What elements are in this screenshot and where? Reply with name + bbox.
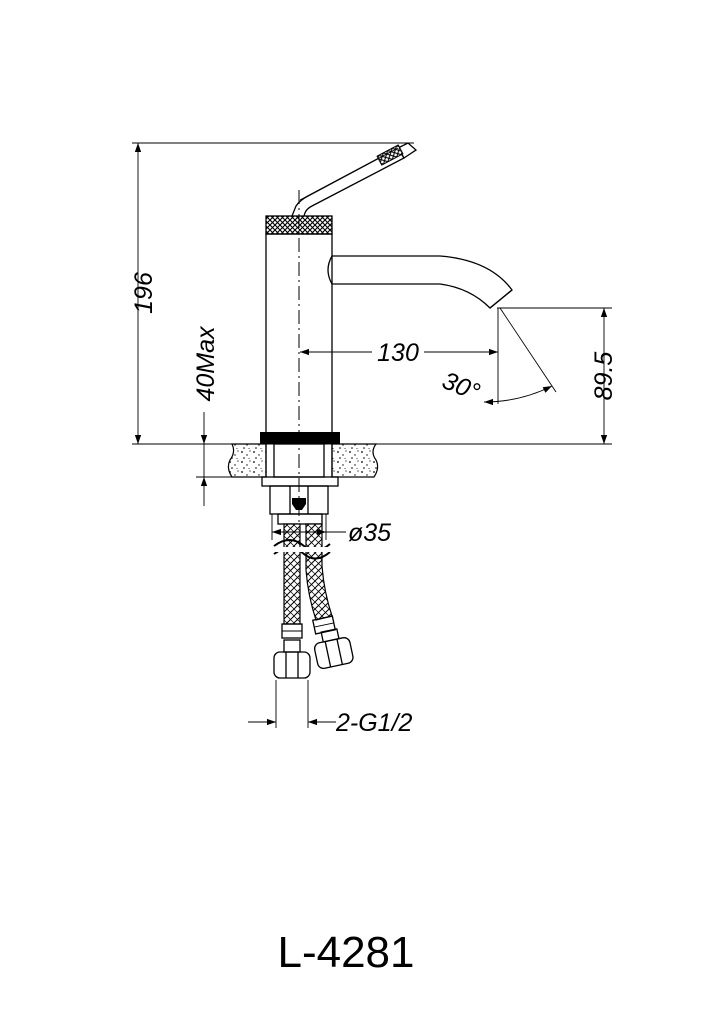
spout-height-label: 89.5 xyxy=(590,352,618,401)
total-height-label: 196 xyxy=(130,272,158,314)
spout xyxy=(327,255,513,309)
handle-lever xyxy=(291,142,418,219)
hole-diameter-label: ø35 xyxy=(348,519,391,547)
hex-nuts xyxy=(273,628,354,679)
hose-connection-label: 2-G1/2 xyxy=(335,709,413,737)
dimension-total-height: 196 xyxy=(130,143,158,444)
deck-thickness-label: 40Max xyxy=(192,325,220,402)
dimension-deck-thickness: 40Max xyxy=(192,325,220,506)
dimension-spout-angle: 30° xyxy=(438,307,557,407)
mounting-assembly xyxy=(261,443,339,525)
dimension-hose-connection: 2-G1/2 xyxy=(248,680,413,737)
dimension-hole-diameter: ø35 xyxy=(271,514,391,547)
dimension-spout-height: 89.5 xyxy=(590,308,618,444)
spout-reach-label: 130 xyxy=(377,339,419,367)
dimension-spout-reach: 130 xyxy=(300,308,499,404)
faucet-body xyxy=(260,215,340,444)
supply-hoses xyxy=(272,523,337,639)
model-code: L-4281 xyxy=(277,928,414,977)
spout-angle-label: 30° xyxy=(438,367,484,407)
counter-deck xyxy=(227,443,379,478)
